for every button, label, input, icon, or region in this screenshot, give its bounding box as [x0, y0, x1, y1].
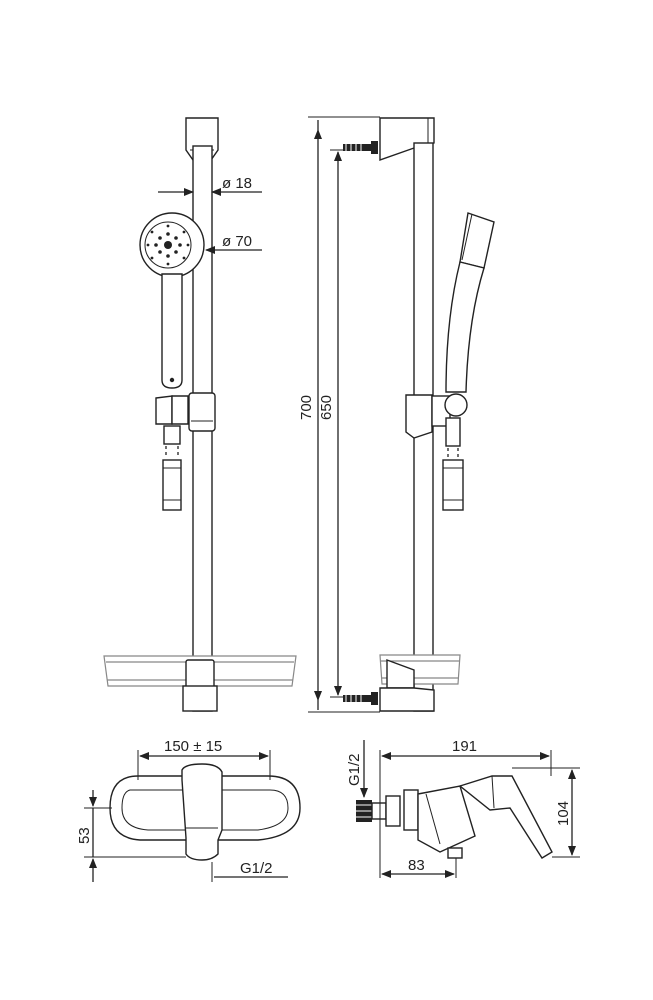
mixer-side-height-label: 104 [555, 801, 572, 826]
diameter-dimensions: ø 18 ø 70 [158, 175, 262, 254]
front-connection-label: G1/2 [240, 860, 273, 877]
bar-diameter-label: ø 18 [222, 175, 252, 192]
total-height-label: 700 [298, 395, 315, 420]
mixer-height-label: 53 [76, 827, 93, 844]
mixer-side-dimensions: 191 104 83 G1/2 [346, 738, 580, 878]
screw-icon [343, 692, 378, 705]
front-view-shower-set [103, 117, 297, 712]
side-view-shower-set [343, 117, 495, 712]
side-connection-label: G1/2 [346, 753, 363, 786]
height-dimensions: 700 650 [298, 116, 380, 713]
front-view-mixer [109, 763, 301, 861]
outlet-distance-label: 83 [408, 857, 425, 874]
mixer-depth-label: 191 [452, 738, 477, 755]
mixer-front-dimensions: 150 ± 15 53 G1/2 [76, 738, 288, 882]
fixing-distance-label: 650 [318, 395, 335, 420]
center-distance-label: 150 ± 15 [164, 738, 222, 755]
screw-icon [343, 141, 378, 154]
spray-nozzles [146, 224, 190, 266]
side-view-mixer [356, 775, 553, 859]
head-diameter-label: ø 70 [222, 233, 252, 250]
